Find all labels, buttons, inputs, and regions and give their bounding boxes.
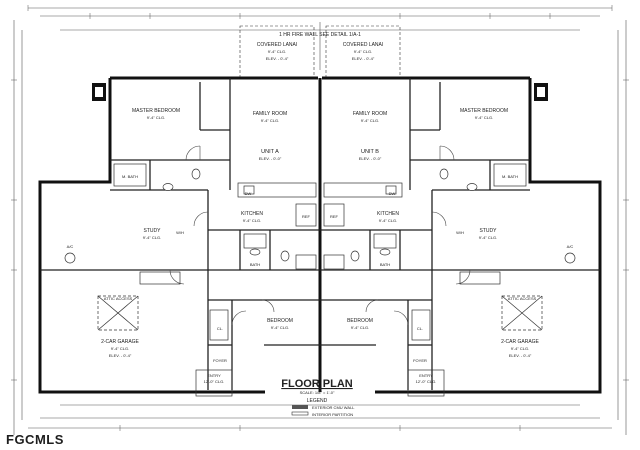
family-room-a-clg: 9'-4" CLG.: [261, 118, 279, 123]
lanai-b-clg: 9'-4" CLG.: [354, 49, 372, 54]
ref-a-label: REF: [302, 214, 311, 219]
closet-a-label: CL.: [217, 326, 223, 331]
garage-b-label: 2-CAR GARAGE: [501, 339, 539, 345]
wh-a-label: W/H: [176, 230, 184, 235]
legend-interior-label: INTERIOR PARTITION: [312, 412, 353, 417]
study-a-clg: 9'-4" CLG.: [143, 235, 161, 240]
unit-a-elev: ELEV. - 0'-0": [259, 156, 282, 161]
wh-b-label: W/H: [456, 230, 464, 235]
lanai-a-clg: 9'-4" CLG.: [268, 49, 286, 54]
foyer-a-label: FOYER: [213, 358, 227, 363]
unit-b-label: UNIT B: [361, 149, 379, 155]
legend-exterior-swatch: [292, 405, 308, 409]
family-room-b-clg: 9'-4" CLG.: [361, 118, 379, 123]
garage-b-elev: ELEV. - 0'-4": [509, 353, 532, 358]
lanai-a-elev: ELEV. - 0'-4": [266, 56, 289, 61]
garage-b-clg: 9'-4" CLG.: [511, 346, 529, 351]
lanai-a-label: COVERED LANAI: [257, 42, 298, 48]
section-markers: [92, 83, 548, 101]
bedroom-a-label: BEDROOM: [267, 318, 293, 324]
closet-b-label: CL.: [417, 326, 423, 331]
kitchen-a-label: KITCHEN: [241, 211, 263, 217]
ac-pads: [64, 252, 576, 264]
m-bath-a-label: M. BATH: [122, 174, 138, 179]
entry-a-label: ENTRY: [207, 373, 221, 378]
entry-b-label: ENTRY: [419, 373, 433, 378]
kitchen-a-clg: 9'-4" CLG.: [243, 218, 261, 223]
bedroom-b-label: BEDROOM: [347, 318, 373, 324]
kitchen-b-clg: 9'-4" CLG.: [379, 218, 397, 223]
mls-watermark: FGCMLS: [6, 432, 64, 447]
door-swings: [169, 145, 471, 326]
master-bedroom-b-label: MASTER BEDROOM: [460, 108, 508, 114]
exterior-walls: [38, 76, 602, 394]
foyer-b-label: FOYER: [413, 358, 427, 363]
bath-fixtures: [113, 163, 527, 341]
bath-a-label: BATH: [250, 262, 260, 267]
bath-b-label: BATH: [380, 262, 390, 267]
m-bath-b-label: M. BATH: [502, 174, 518, 179]
attic-access-a-label: ATTIC ACCESS: [104, 296, 133, 301]
study-a-label: STUDY: [144, 228, 162, 234]
study-b-clg: 9'-4" CLG.: [479, 235, 497, 240]
family-room-a-label: FAMILY ROOM: [253, 111, 287, 117]
legend-interior-swatch: [291, 411, 309, 416]
plan-scale: SCALE: 1/8" = 1'-0": [300, 390, 335, 395]
entry-porches: [195, 369, 445, 397]
master-bedroom-b-clg: 9'-4" CLG.: [475, 115, 493, 120]
legend-heading: LEGEND: [307, 398, 328, 404]
unit-a-label: UNIT A: [261, 149, 279, 155]
bedroom-b-clg: 9'-4" CLG.: [351, 325, 369, 330]
master-bedroom-a-label: MASTER BEDROOM: [132, 108, 180, 114]
dimension-lines: [13, 7, 627, 435]
bedroom-a-clg: 9'-4" CLG.: [271, 325, 289, 330]
unit-b-elev: ELEV. - 0'-0": [359, 156, 382, 161]
attic-access-hatches: [97, 271, 543, 331]
garage-a-elev: ELEV. - 0'-4": [109, 353, 132, 358]
ref-b-label: REF: [330, 214, 339, 219]
kitchen-counters: [237, 182, 403, 270]
garage-a-clg: 9'-4" CLG.: [111, 346, 129, 351]
kitchen-b-label: KITCHEN: [377, 211, 399, 217]
family-room-b-label: FAMILY ROOM: [353, 111, 387, 117]
ac-a-label: A/C: [67, 244, 74, 249]
attic-access-b-label: ATTIC ACCESS: [508, 296, 537, 301]
entry-b-clg: 12'-0" CLG.: [416, 379, 437, 384]
garage-a-label: 2-CAR GARAGE: [101, 339, 139, 345]
ac-b-label: A/C: [567, 244, 574, 249]
entry-a-clg: 12'-0" CLG.: [204, 379, 225, 384]
lanai-b-elev: ELEV. - 0'-4": [352, 56, 375, 61]
study-b-label: STUDY: [480, 228, 498, 234]
dw-a-label: DW: [245, 191, 252, 196]
dw-b-label: DW: [389, 191, 396, 196]
lanai-b-label: COVERED LANAI: [343, 42, 384, 48]
legend-exterior-label: EXTERIOR CMU WALL: [312, 405, 355, 410]
plan-title: FLOOR PLAN: [281, 378, 353, 390]
master-bedroom-a-clg: 9'-4" CLG.: [147, 115, 165, 120]
fire-wall-note: 1 HR FIRE WALL SEE DETAIL 1/A-1: [279, 32, 361, 38]
